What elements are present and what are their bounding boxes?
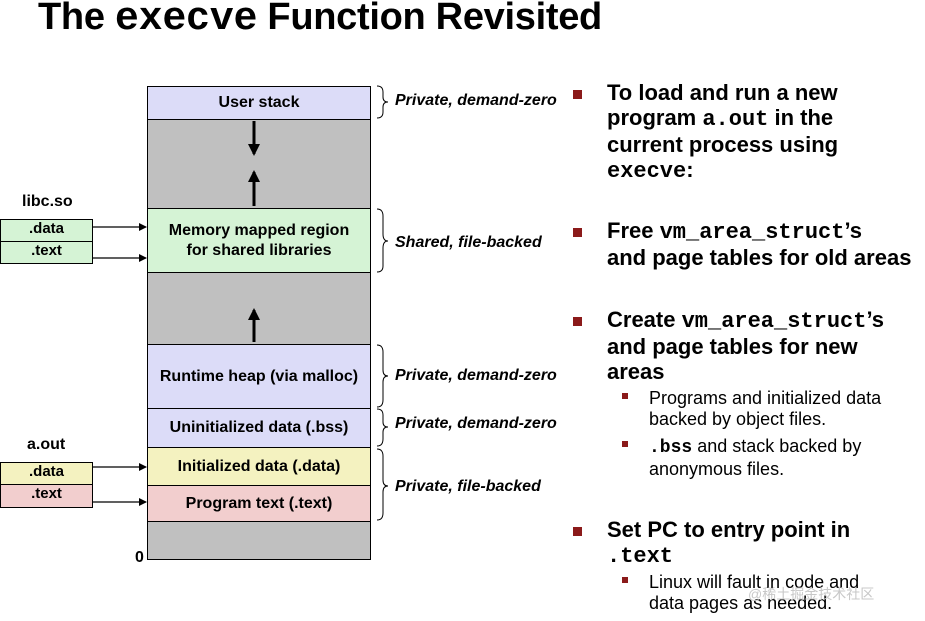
libc-text-box: .text <box>0 241 93 264</box>
libc-data-label: .data <box>28 220 64 237</box>
aout-data-box: .data <box>0 462 93 485</box>
bullet-line: and page tables for new <box>607 334 858 359</box>
shared-libraries-label-1: Memory mapped region <box>168 221 350 239</box>
data-segment: Initialized data (.data) <box>147 447 371 486</box>
brace-stack <box>376 85 389 119</box>
heap-backing-label: Private, demand-zero <box>395 367 557 384</box>
bullet-marker <box>573 90 582 99</box>
bullet-marker <box>573 527 582 536</box>
title-post: Function Revisited <box>257 0 602 38</box>
bullet-free: Free vm_area_struct’s and page tables fo… <box>607 218 911 270</box>
libc-text-label: .text <box>31 242 62 259</box>
diagram-arrows <box>93 85 389 521</box>
title-pre: The <box>38 0 115 38</box>
address-zero-label: 0 <box>135 549 144 566</box>
bullet-load-run: To load and run a new program a.out in t… <box>607 80 838 184</box>
stack-backing-label: Private, demand-zero <box>395 92 557 109</box>
bullet-line: Set PC to entry point in <box>607 517 851 542</box>
text-label: Program text (.text) <box>185 494 333 512</box>
bullet-line: To load and run a new <box>607 80 838 105</box>
text-segment: Program text (.text) <box>147 485 371 522</box>
shared-libraries-label-2: for shared libraries <box>186 241 332 259</box>
code-run: execve <box>607 159 687 184</box>
bss-backing-label: Private, demand-zero <box>395 415 557 432</box>
code-run: .text <box>607 544 674 569</box>
brace-shared <box>376 208 389 273</box>
code-run: a.out <box>702 107 769 132</box>
title-code: execve <box>114 0 258 42</box>
aout-text-box: .text <box>0 484 93 508</box>
bullet-line: program a.out in the <box>607 105 838 132</box>
text-run: Free <box>607 218 660 243</box>
data-label: Initialized data (.data) <box>177 457 341 475</box>
brace-file <box>376 448 389 521</box>
libc-label: libc.so <box>22 193 73 210</box>
sub-bullet-marker <box>622 441 628 447</box>
sub-bullet-line: Linux will fault in code and <box>649 572 860 592</box>
code-run: .bss <box>649 438 693 458</box>
shared-libraries-segment: Memory mapped region for shared libraries <box>147 208 371 273</box>
stack-gap-segment <box>147 119 371 209</box>
shared-backing-label: Shared, file-backed <box>395 234 542 251</box>
bss-label: Uninitialized data (.bss) <box>169 419 349 436</box>
runtime-heap-label: Runtime heap (via malloc) <box>159 367 359 385</box>
bullet-line: and page tables for old areas <box>607 245 912 270</box>
sub-bullet-line: .bss and stack backed by <box>649 436 861 459</box>
bullet-marker <box>573 228 582 237</box>
sub-bullet-programs: Programs and initialized data backed by … <box>649 388 881 430</box>
text-run: ’s <box>866 307 884 332</box>
code-run: vm_area_struct <box>681 309 867 334</box>
bullet-line: Create vm_area_struct’s <box>607 307 884 334</box>
text-run: ’s <box>844 218 862 243</box>
unused-low-segment <box>147 521 371 560</box>
text-run: and stack backed by <box>692 436 862 456</box>
brace-bss <box>376 408 389 447</box>
watermark: @稀土掘金技术社区 <box>748 586 875 602</box>
sub-bullet-bss: .bss and stack backed by anonymous files… <box>649 436 861 480</box>
sub-bullet-marker <box>622 577 628 583</box>
aout-label: a.out <box>27 436 66 453</box>
user-stack-label: User stack <box>218 94 300 111</box>
sub-bullet-line: data pages as needed. <box>649 593 833 613</box>
bullet-create: Create vm_area_struct’s and page tables … <box>607 307 884 384</box>
bullet-line: execve: <box>607 157 838 184</box>
text-run: in the <box>768 105 834 130</box>
bullet-line: .text <box>607 542 850 569</box>
bullet-line: Free vm_area_struct’s <box>607 218 911 245</box>
sub-bullet-line: Programs and initialized data <box>649 388 882 408</box>
bullet-line: areas <box>607 359 665 384</box>
sub-bullet-line: backed by object files. <box>649 409 827 429</box>
bullet-line: current process using <box>607 132 839 157</box>
aout-text-label: .text <box>31 485 62 502</box>
sub-bullet-marker <box>622 393 628 399</box>
brace-heap <box>376 344 389 408</box>
code-run: vm_area_struct <box>659 220 845 245</box>
text-run: program <box>607 105 703 130</box>
text-run: : <box>686 157 694 182</box>
runtime-heap-segment: Runtime heap (via malloc) <box>147 344 371 409</box>
text-run: Create <box>607 307 682 332</box>
bullet-marker <box>573 317 582 326</box>
sub-bullet-line: anonymous files. <box>649 459 785 479</box>
file-backing-label: Private, file-backed <box>395 478 541 495</box>
bullet-set-pc: Set PC to entry point in .text <box>607 517 850 569</box>
page-title: The execve Function Revisited <box>38 0 602 42</box>
aout-data-label: .data <box>28 463 64 480</box>
sub-bullet-linux: Linux will fault in code and data pages … <box>649 572 859 614</box>
